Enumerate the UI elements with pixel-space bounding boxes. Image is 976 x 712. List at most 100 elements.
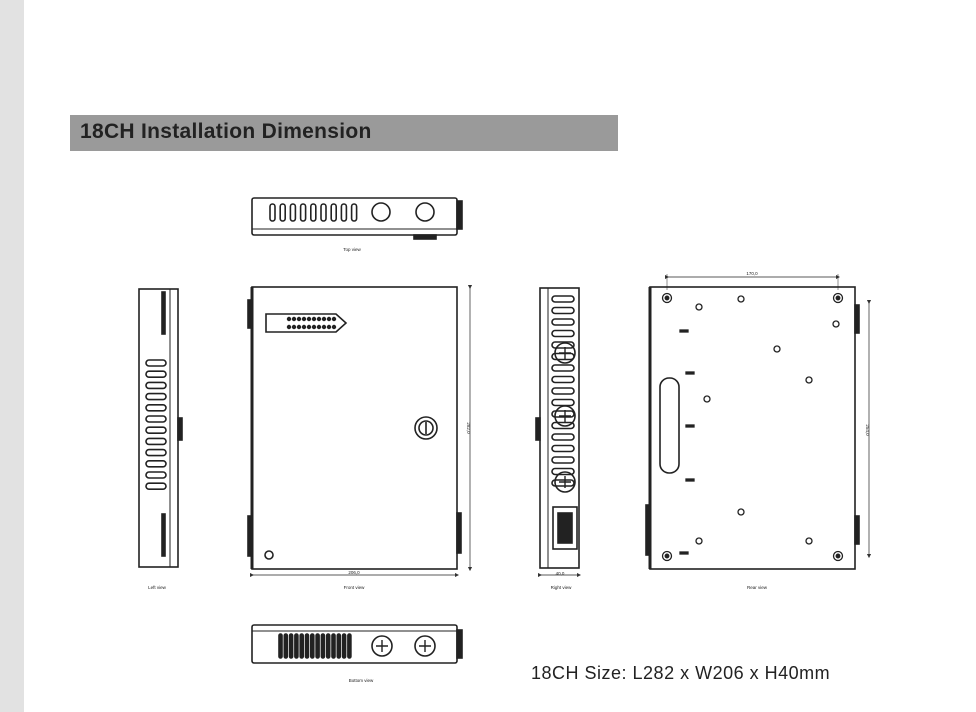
rear-view-label: Rear view (747, 585, 768, 590)
rear-clip (685, 371, 695, 375)
led-dot (306, 324, 312, 330)
left-margin-strip (0, 0, 24, 712)
bottom-vent-slots (278, 633, 352, 659)
led-dot (296, 316, 302, 322)
vent-slot (320, 633, 326, 659)
rear-keyholes (661, 292, 844, 562)
left-view-label: Left view (148, 585, 167, 590)
top-vent-slots (269, 203, 358, 222)
vent-slot (551, 433, 575, 441)
vent-slot (336, 633, 342, 659)
led-dot (316, 324, 322, 330)
keyhole-outer (661, 292, 673, 304)
left-vent-slots (145, 359, 167, 491)
vent-slot (294, 633, 299, 659)
led-dot (326, 324, 332, 330)
rear-height-dim: 254,0 (865, 424, 870, 436)
vent-slot (551, 479, 575, 487)
vent-slot (278, 633, 283, 659)
vent-slot (145, 448, 167, 457)
led-dot (301, 324, 307, 330)
rear-clip (679, 551, 689, 555)
mounting-hole (805, 537, 813, 545)
vent-slot (551, 421, 575, 430)
rear-clip (685, 424, 695, 428)
vent-slot (145, 392, 167, 401)
vent-slot (145, 482, 167, 491)
vent-slot (145, 437, 167, 446)
led-dot (326, 316, 332, 322)
led-dot (321, 316, 327, 322)
section-title-bar: 18CH Installation Dimension (70, 115, 618, 151)
rear-clip (685, 478, 695, 482)
vent-slot (289, 203, 297, 222)
vent-slot (551, 467, 575, 476)
vent-slot (283, 633, 289, 659)
vent-slot (325, 633, 331, 659)
vent-slot (269, 203, 276, 222)
keyhole-inner (664, 553, 670, 559)
bottom-view (251, 624, 463, 664)
led-dot (291, 324, 297, 330)
led-dot (291, 316, 297, 322)
vent-slot (551, 329, 575, 338)
led-dot (286, 316, 292, 322)
right-width-dim: 40,0 (556, 571, 565, 576)
left-view (138, 288, 183, 568)
vent-slot (145, 459, 167, 468)
mounting-hole (773, 345, 781, 353)
vent-slot (320, 203, 327, 222)
led-dot (286, 324, 292, 330)
mounting-hole (737, 295, 745, 303)
right-view (535, 287, 582, 578)
vent-slot (309, 203, 317, 222)
keyhole-inner (835, 295, 841, 301)
vent-slot (347, 633, 352, 659)
keyhole-inner (835, 553, 841, 559)
keyhole-outer (832, 292, 844, 304)
vent-slot (551, 295, 575, 303)
rear-clip (679, 329, 689, 333)
top-view (251, 197, 463, 240)
bottom-view-label: Bottom view (349, 678, 374, 683)
vent-slot (145, 359, 167, 367)
vent-slot (299, 633, 305, 659)
led-dot (331, 324, 337, 330)
keyhole-outer (832, 550, 844, 562)
led-dot (316, 316, 322, 322)
vent-slot (330, 203, 338, 222)
vent-slot (340, 203, 348, 222)
keyhole-inner (664, 295, 670, 301)
mounting-hole (737, 508, 745, 516)
front-led-indicators (286, 316, 337, 330)
vent-slot (145, 471, 167, 479)
mounting-hole (832, 320, 840, 328)
vent-slot (145, 426, 167, 435)
vent-slot (551, 456, 575, 464)
vent-slot (551, 398, 575, 407)
front-height-dim: 282,0 (466, 422, 471, 434)
page-title: 18CH Installation Dimension (80, 120, 372, 143)
vent-slot (551, 444, 575, 453)
led-dot (306, 316, 312, 322)
vent-slot (145, 370, 167, 379)
vent-slot (350, 203, 358, 222)
front-view-label: Front view (344, 585, 366, 590)
mounting-hole (695, 537, 703, 545)
vent-slot (279, 203, 287, 222)
vent-slot (341, 633, 347, 659)
vent-slot (331, 633, 336, 659)
vent-slot (309, 633, 315, 659)
vent-slot (551, 364, 575, 372)
mounting-hole (805, 376, 813, 384)
vent-slot (551, 341, 575, 349)
rear-view (645, 274, 872, 570)
vent-slot (145, 403, 167, 412)
led-dot (311, 324, 317, 330)
rear-spacing-dim: 170,0 (746, 271, 758, 276)
mounting-hole (695, 303, 703, 311)
size-caption: 18CH Size: L282 x W206 x H40mm (531, 663, 831, 683)
mounting-hole (703, 395, 711, 403)
vent-slot (551, 318, 575, 326)
